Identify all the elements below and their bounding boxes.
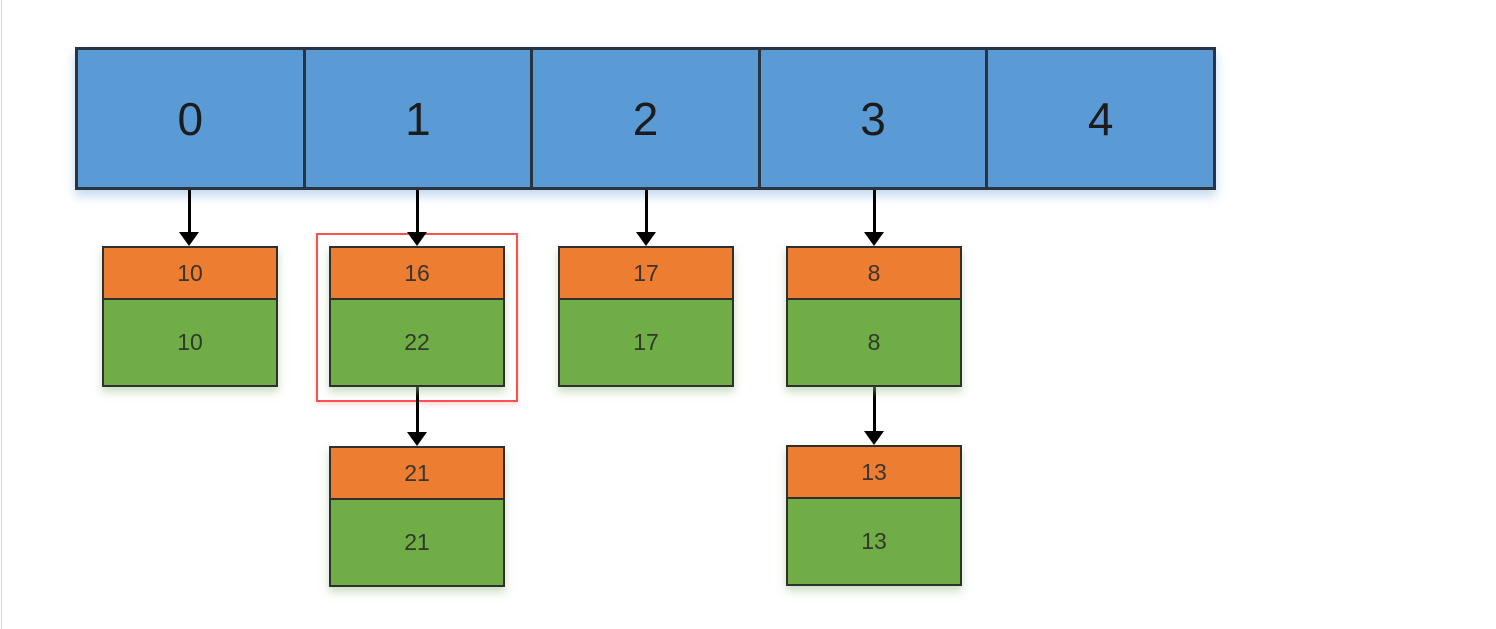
node-value-cell: 13: [788, 499, 960, 584]
node-key-cell: 8: [788, 248, 960, 300]
bucket-cell-2: 2: [533, 50, 761, 187]
chain-node: 10 10: [102, 246, 278, 387]
node-key-cell: 13: [788, 447, 960, 499]
bucket-label: 0: [177, 92, 204, 145]
node-value: 17: [633, 329, 659, 355]
arrow-down-icon: [864, 190, 884, 246]
node-value: 10: [177, 329, 203, 355]
chain-node: 21 21: [329, 446, 505, 587]
bucket-cell-4: 4: [988, 50, 1213, 187]
arrow-shaft: [644, 190, 648, 232]
chain-node: 8 8: [786, 246, 962, 387]
node-value-cell: 22: [331, 300, 503, 385]
node-key: 8: [867, 259, 881, 286]
node-key-cell: 17: [560, 248, 732, 300]
arrow-down-icon: [864, 386, 884, 445]
arrow-head: [179, 232, 199, 246]
bucket-cell-3: 3: [760, 50, 989, 187]
node-value-cell: 10: [104, 300, 276, 385]
node-value-cell: 21: [331, 500, 503, 585]
arrow-shaft: [872, 190, 876, 232]
node-value: 13: [861, 528, 887, 554]
bucket-array: 0 1 2 3 4: [75, 47, 1216, 190]
bucket-cell-0: 0: [78, 50, 306, 187]
arrow-head: [864, 431, 884, 445]
node-value: 22: [404, 329, 430, 355]
arrow-head: [636, 232, 656, 246]
arrow-shaft: [415, 190, 419, 232]
chain-node: 17 17: [558, 246, 734, 387]
window-edge-line: [1, 0, 2, 629]
arrow-head: [407, 232, 427, 246]
bucket-label: 1: [405, 92, 431, 145]
node-value: 8: [867, 329, 881, 355]
node-key: 16: [404, 259, 430, 286]
arrow-down-icon: [179, 190, 199, 246]
node-key-cell: 16: [331, 248, 503, 300]
arrow-head: [864, 232, 884, 246]
arrow-down-icon: [407, 387, 427, 446]
bucket-cell-1: 1: [305, 50, 534, 187]
node-key: 13: [861, 458, 887, 485]
node-key: 17: [633, 259, 659, 286]
node-value-cell: 17: [560, 300, 732, 385]
arrow-shaft: [415, 387, 419, 432]
chain-node: 13 13: [786, 445, 962, 586]
arrow-down-icon: [636, 190, 656, 246]
node-value: 21: [404, 529, 430, 555]
node-value-cell: 8: [788, 300, 960, 385]
node-key: 10: [177, 259, 203, 286]
arrow-shaft: [872, 386, 876, 431]
bucket-label: 4: [1087, 92, 1114, 145]
bucket-label: 2: [632, 92, 659, 145]
arrow-down-icon: [407, 190, 427, 246]
bucket-label: 3: [860, 92, 886, 145]
node-key-cell: 21: [331, 448, 503, 500]
arrow-head: [407, 432, 427, 446]
arrow-shaft: [187, 190, 191, 232]
chain-node-highlighted: 16 22: [329, 246, 505, 387]
node-key: 21: [404, 459, 430, 486]
node-key-cell: 10: [104, 248, 276, 300]
